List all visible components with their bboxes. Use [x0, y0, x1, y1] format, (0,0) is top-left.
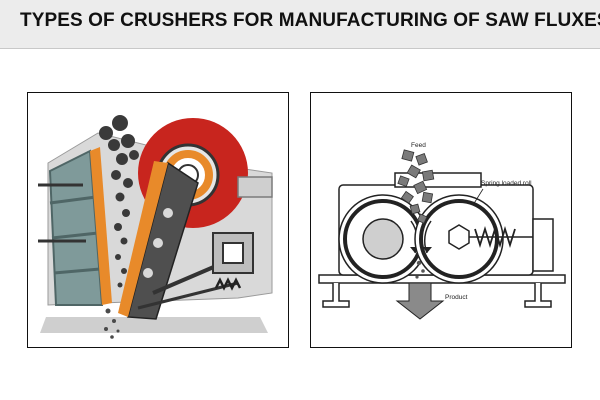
fixed-roll-hub: [362, 218, 404, 260]
swing-jaw-liner: [118, 161, 168, 317]
fixed-jaw-liner: [90, 147, 112, 305]
header-bar: TYPES OF CRUSHERS FOR MANUFACTURING OF S…: [0, 0, 600, 49]
product-arrow: [395, 282, 445, 320]
roll-crusher-panel: Feed Spring loaded roll Product: [310, 92, 572, 348]
crushed-product: [104, 308, 120, 339]
tension-rod: [137, 281, 239, 310]
toggle-plate: [152, 261, 224, 295]
frame-rib: [53, 267, 101, 275]
base-plate: [40, 317, 268, 333]
jaw-bolt: [163, 208, 173, 218]
frame-rib: [49, 195, 97, 205]
crushed-product: [415, 260, 425, 279]
roll-nut: [448, 224, 470, 250]
compression-spring: [474, 225, 516, 249]
support-foot-left: [322, 283, 350, 308]
feed-rocks: [99, 115, 139, 288]
spring-roll-label: Spring loaded roll: [481, 180, 532, 187]
feed-label: Feed: [411, 142, 426, 149]
jaw-bolt: [153, 238, 163, 248]
page-title: TYPES OF CRUSHERS FOR MANUFACTURING OF S…: [20, 10, 600, 31]
jaw-crusher-illustration: [38, 115, 273, 339]
tension-spring: [214, 277, 242, 291]
frame-rib: [51, 231, 99, 240]
spring-housing: [532, 218, 554, 272]
feed-rocks: [397, 149, 435, 224]
rotation-arrowhead-right: [423, 247, 432, 253]
support-foot-right: [524, 283, 552, 308]
jaw-crusher-panel: [27, 92, 289, 348]
jaw-bolt: [143, 268, 153, 278]
housing-bracket: [237, 176, 273, 198]
roll-label-leader: [472, 188, 484, 206]
toggle-seat: [222, 242, 244, 264]
roll-crusher-schematic: Feed Spring loaded roll Product: [318, 142, 566, 320]
swing-jaw: [127, 161, 199, 320]
product-label: Product: [445, 294, 468, 301]
